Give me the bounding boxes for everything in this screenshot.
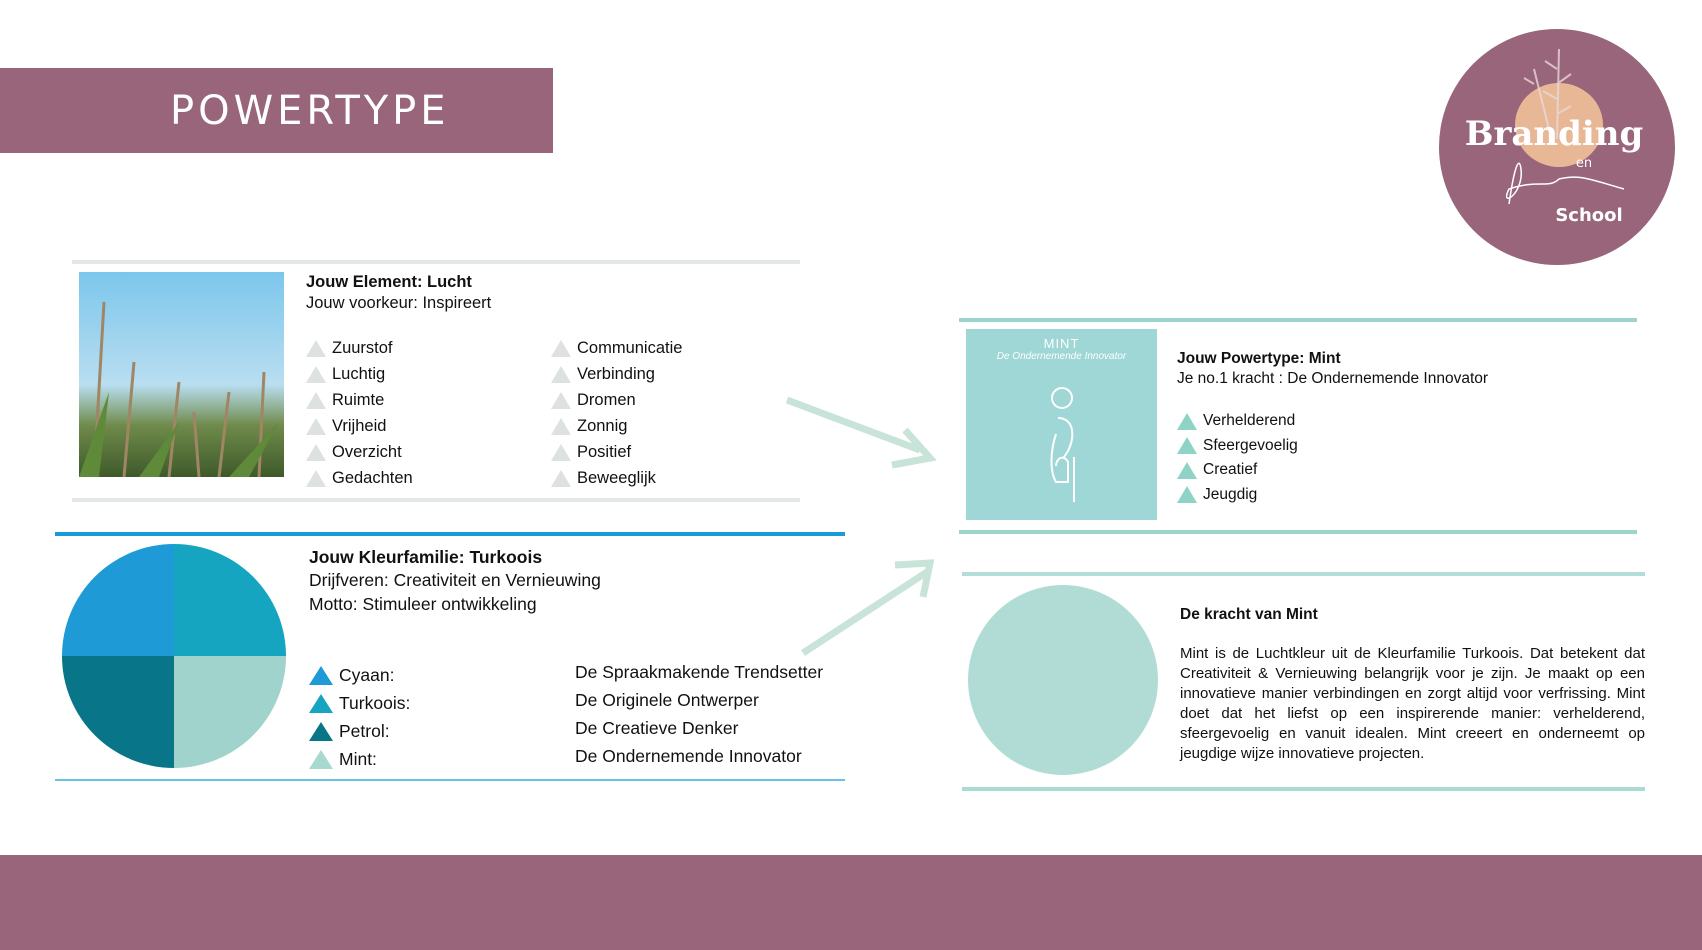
list-item-label: Sfeergevoelig: [1203, 436, 1298, 454]
color-description: De Ondernemende Innovator: [575, 746, 802, 766]
powertype-kracht: Je no.1 kracht : De Ondernemende Innovat…: [1177, 370, 1489, 387]
person-icon: [1050, 387, 1075, 502]
list-item: Luchtig: [306, 365, 385, 384]
logo: Branding en School: [1439, 29, 1675, 265]
triangle-icon: [306, 392, 326, 409]
kracht-text: Mint is de Luchtkleur uit de Kleurfamili…: [1180, 645, 1645, 762]
arrow-icon: [801, 559, 935, 656]
list-item-label: Dromen: [577, 391, 636, 409]
list-item: Verhelderend: [1177, 412, 1295, 430]
list-item-label: Ruimte: [332, 391, 385, 409]
list-item: Sfeergevoelig: [1177, 437, 1298, 455]
triangle-icon: [309, 722, 333, 741]
kracht-title: De kracht van Mint: [1180, 606, 1318, 623]
element-voorkeur: Jouw voorkeur: Inspireert: [306, 294, 492, 312]
color-family-pie: [62, 544, 286, 768]
svg-text:Branding: Branding: [1465, 114, 1644, 154]
page-title: POWERTYPE: [170, 87, 450, 134]
list-item: Vrijheid: [306, 417, 386, 436]
list-item-label: Overzicht: [332, 443, 402, 461]
list-item-label: Positief: [577, 443, 632, 461]
divider: [962, 787, 1645, 791]
divider: [72, 260, 800, 264]
page-title-banner: POWERTYPE: [0, 68, 553, 153]
list-item-label: Zuurstof: [332, 339, 393, 357]
powertype-title: Jouw Powertype: Mint: [1177, 350, 1341, 367]
list-item: Verbinding: [551, 365, 655, 384]
triangle-icon: [551, 392, 571, 409]
list-item: Cyaan:: [309, 665, 394, 686]
list-item-label: Petrol:: [339, 721, 390, 741]
list-item: Creatief: [1177, 461, 1257, 479]
sky-wheat-image: [79, 272, 284, 477]
color-description: De Creatieve Denker: [575, 718, 739, 738]
list-item: Overzicht: [306, 443, 402, 462]
svg-text:School: School: [1555, 205, 1622, 226]
triangle-icon: [1177, 412, 1197, 430]
list-item: Positief: [551, 443, 631, 462]
list-item: Gedachten: [306, 469, 413, 488]
list-item-label: Zonnig: [577, 417, 628, 435]
triangle-icon: [551, 470, 571, 487]
triangle-icon: [306, 418, 326, 435]
color-description: De Originele Ontwerper: [575, 690, 759, 710]
divider: [72, 498, 800, 502]
divider: [959, 318, 1637, 322]
triangle-icon: [551, 340, 571, 357]
kleurfamilie-title: Jouw Kleurfamilie: Turkoois: [309, 547, 543, 567]
list-item-label: Beweeglijk: [577, 469, 656, 487]
list-item: Petrol:: [309, 721, 390, 742]
list-item: Jeugdig: [1177, 486, 1257, 504]
triangle-icon: [551, 418, 571, 435]
list-item-label: Communicatie: [577, 339, 683, 357]
list-item-label: Turkoois:: [339, 693, 411, 713]
list-item: Zuurstof: [306, 339, 393, 358]
list-item: Turkoois:: [309, 693, 410, 714]
triangle-icon: [306, 340, 326, 357]
color-description: De Spraakmakende Trendsetter: [575, 662, 824, 682]
triangle-icon: [551, 444, 571, 461]
kleurfamilie-motto: Motto: Stimuleer ontwikkeling: [309, 594, 537, 614]
mint-color-circle: [968, 585, 1158, 775]
triangle-icon: [306, 444, 326, 461]
list-item-label: Mint:: [339, 749, 377, 769]
triangle-icon: [551, 366, 571, 383]
list-item-label: Cyaan:: [339, 665, 395, 685]
list-item: Beweeglijk: [551, 469, 656, 488]
arrow-icon: [785, 396, 937, 469]
svg-text:en: en: [1576, 156, 1592, 171]
triangle-icon: [309, 750, 333, 769]
divider: [55, 532, 845, 536]
triangle-icon: [306, 366, 326, 383]
mint-card: MINT De Ondernemende Innovator: [966, 329, 1157, 520]
list-item-label: Gedachten: [332, 469, 413, 487]
footer-band: [0, 855, 1702, 950]
triangle-icon: [309, 666, 333, 685]
list-item: Dromen: [551, 391, 636, 410]
triangle-icon: [1177, 437, 1197, 454]
list-item: Ruimte: [306, 391, 384, 410]
triangle-icon: [1177, 486, 1197, 503]
list-item: Zonnig: [551, 417, 627, 436]
triangle-icon: [309, 694, 333, 713]
kleurfamilie-drijfveren: Drijfveren: Creativiteit en Vernieuwing: [309, 570, 601, 590]
list-item-label: Vrijheid: [332, 417, 387, 435]
divider: [959, 530, 1637, 534]
mint-card-subtitle: De Ondernemende Innovator: [996, 351, 1127, 362]
divider: [55, 779, 845, 781]
list-item-label: Verhelderend: [1203, 412, 1296, 429]
divider: [962, 572, 1645, 576]
list-item-label: Luchtig: [332, 365, 386, 383]
element-title: Jouw Element: Lucht: [306, 273, 472, 291]
mint-card-title: MINT: [1043, 336, 1080, 351]
triangle-icon: [306, 470, 326, 487]
list-item-label: Creatief: [1203, 461, 1258, 478]
list-item-label: Jeugdig: [1203, 485, 1258, 503]
list-item: Communicatie: [551, 339, 682, 358]
triangle-icon: [1177, 461, 1197, 479]
list-item: Mint:: [309, 749, 377, 770]
list-item-label: Verbinding: [577, 365, 655, 383]
